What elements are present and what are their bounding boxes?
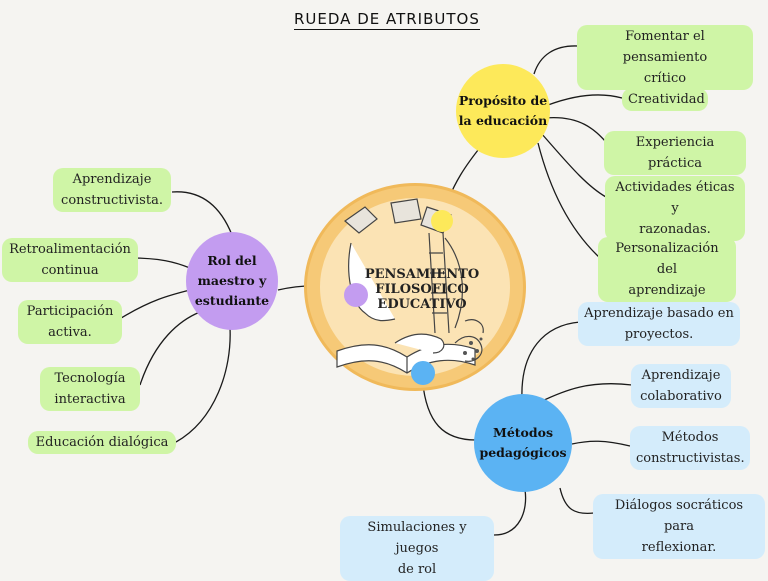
leaf-educacion-dialogica[interactable]: Educación dialógica (28, 431, 176, 454)
leaf-text: Aprendizaje basado en (584, 306, 734, 321)
leaf-text: razonadas. (639, 222, 711, 237)
connector-proposito-2 (547, 94, 623, 106)
connector-rol-4 (139, 311, 201, 386)
leaf-text: de rol (397, 562, 437, 577)
leaf-text: Actividades éticas y (615, 180, 735, 216)
leaf-dialogos-socraticos[interactable]: Diálogos socráticos para reflexionar. (593, 494, 765, 559)
leaf-simulaciones-juegos[interactable]: Simulaciones y juegos de rol (340, 516, 494, 581)
leaf-text: Retroalimentación (9, 242, 131, 257)
leaf-text: Experiencia práctica (635, 135, 715, 171)
leaf-experiencia-practica[interactable]: Experiencia práctica (604, 131, 746, 175)
hub-proposito-line-1: Propósito de (458, 93, 548, 108)
hub-metodos-line-2: pedagógicos (479, 445, 567, 460)
leaf-pensamiento-critico[interactable]: Fomentar el pensamiento crítico (577, 25, 753, 90)
leaf-retroalimentacion-continua[interactable]: Retroalimentación continua (2, 238, 138, 282)
leaf-text: continua (41, 263, 99, 278)
leaf-aprendizaje-constructivista[interactable]: Aprendizaje constructivista. (53, 168, 171, 212)
leaf-text: Simulaciones y juegos (367, 520, 467, 556)
connector-rol-2 (129, 257, 191, 269)
connector-rol-5 (175, 327, 231, 443)
central-topic-label: PENSAMIENTO FILOSOFICO EDUCATIVO (345, 267, 499, 312)
leaf-creatividad[interactable]: Creatividad (622, 88, 708, 111)
leaf-text: Educación dialógica (35, 435, 169, 450)
leaf-text: Tecnología (54, 371, 126, 386)
hub-rol-line-1: Rol del (207, 253, 257, 268)
leaf-actividades-eticas[interactable]: Actividades éticas y razonadas. (605, 176, 745, 241)
hub-metodos-pedagogicos[interactable]: Métodos pedagógicos (474, 394, 572, 492)
central-topic-line-2: FILOSOFICO (375, 282, 469, 297)
leaf-text: Diálogos socráticos para (614, 498, 744, 534)
connector-rol-1 (171, 191, 233, 236)
leaf-text: Participación (26, 304, 114, 319)
connector-proposito-5 (537, 142, 601, 259)
connector-metodos-3 (571, 440, 631, 447)
connector-dot-metodos (411, 361, 435, 385)
hub-proposito-line-2: la educación (458, 113, 548, 128)
connector-proposito-3 (544, 116, 607, 143)
leaf-personalizacion-aprendizaje[interactable]: Personalización del aprendizaje (598, 237, 736, 302)
hub-metodos-line-1: Métodos (492, 425, 554, 440)
hub-rol-line-2: maestro y (197, 273, 267, 288)
leaf-text: colaborativo (640, 389, 722, 404)
connector-metodos-2 (539, 383, 633, 403)
leaf-text: Creatividad (628, 92, 705, 107)
connector-metodos-5 (493, 489, 527, 536)
leaf-aprendizaje-proyectos[interactable]: Aprendizaje basado en proyectos. (578, 302, 740, 346)
leaf-text: constructivista. (61, 193, 163, 208)
connector-proposito-1 (533, 45, 579, 75)
connector-proposito-4 (540, 132, 607, 198)
leaf-text: proyectos. (624, 327, 694, 342)
leaf-text: Métodos (661, 430, 719, 445)
page-title: RUEDA DE ATRIBUTOS (294, 10, 480, 30)
central-topic-line-3: EDUCATIVO (377, 297, 467, 312)
leaf-metodos-constructivistas[interactable]: Métodos constructivistas. (630, 426, 750, 470)
hub-rol-maestro-estudiante[interactable]: Rol del maestro y estudiante (186, 232, 278, 330)
leaf-tecnologia-interactiva[interactable]: Tecnología interactiva (40, 367, 140, 411)
connector-dot-proposito (431, 210, 453, 232)
connector-metodos-4 (559, 487, 595, 515)
leaf-text: Aprendizaje (641, 368, 721, 383)
hub-proposito-educacion[interactable]: Propósito de la educación (456, 64, 550, 158)
leaf-text: crítico (643, 71, 687, 86)
connector-rol-3 (117, 289, 191, 321)
leaf-aprendizaje-colaborativo[interactable]: Aprendizaje colaborativo (631, 364, 731, 408)
leaf-text: Aprendizaje (72, 172, 152, 187)
leaf-text: interactiva (54, 392, 126, 407)
leaf-text: Personalización del (615, 241, 719, 277)
leaf-text: aprendizaje (628, 283, 706, 298)
leaf-participacion-activa[interactable]: Participación activa. (18, 300, 122, 344)
connector-dot-rol (344, 283, 368, 307)
leaf-text: constructivistas. (636, 451, 745, 466)
connector-metodos-1 (521, 321, 581, 401)
hub-rol-line-3: estudiante (194, 293, 270, 308)
leaf-text: activa. (48, 325, 92, 340)
central-topic-line-1: PENSAMIENTO (364, 267, 480, 282)
leaf-text: Fomentar el pensamiento (622, 29, 708, 65)
leaf-text: reflexionar. (641, 540, 717, 555)
